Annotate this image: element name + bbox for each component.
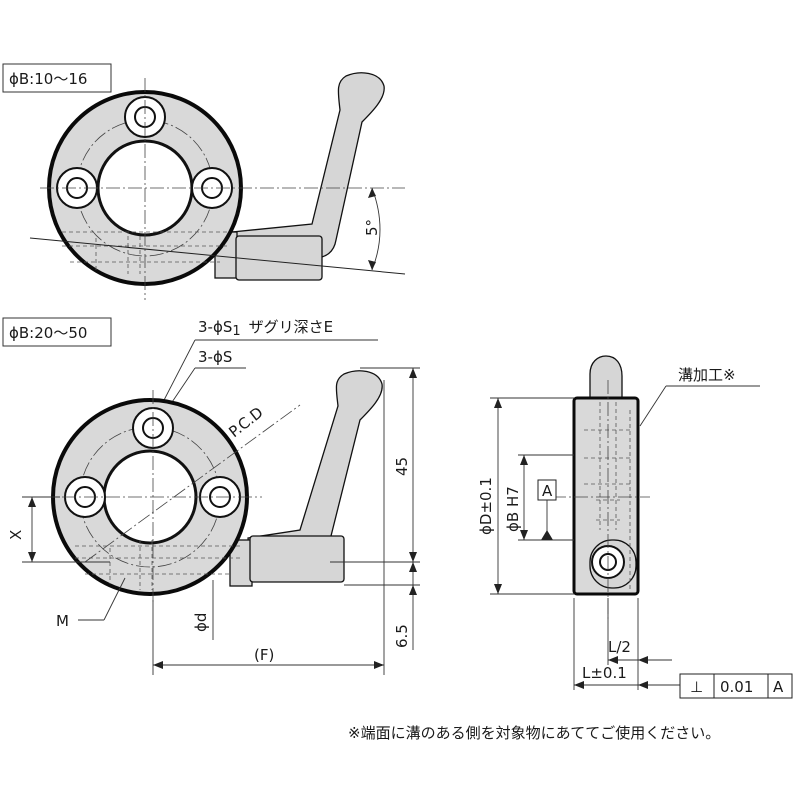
range-small-label: ϕB:10～16 <box>9 70 87 88</box>
datum-a-label: A <box>542 482 553 500</box>
perp-value-cell <box>713 673 769 699</box>
lhalf-label: L/2 <box>608 638 631 656</box>
x-label: X <box>7 530 25 540</box>
l-arrow-right <box>638 681 648 689</box>
perp-symbol-cell <box>679 673 715 699</box>
groove-leader <box>639 385 667 427</box>
f-arrow-left <box>153 661 163 669</box>
lhalf-arrow-left <box>608 656 618 664</box>
top-angle-line <box>29 237 406 275</box>
top-handle-base <box>235 235 323 281</box>
x-arrow-top <box>28 497 36 507</box>
phiD-arrow-top <box>494 398 502 408</box>
top-view: ϕB:10～16 5° <box>2 63 406 300</box>
angle-label: 5° <box>363 219 381 236</box>
perp-symbol: ⊥ <box>690 678 703 696</box>
pcd-diameter-line <box>84 404 301 563</box>
lhalf-arrow-right <box>638 656 648 664</box>
range-large-label: ϕB:20～50 <box>9 324 87 342</box>
l-arrow-left <box>574 681 584 689</box>
phiB-label: ϕB H7 <box>504 486 522 532</box>
f-label: (F) <box>254 646 274 664</box>
usage-note: ※端面に溝のある側を対象物にあててご使用ください。 <box>348 724 720 742</box>
side-view: 溝加工※ ϕD±0.1 ϕB H7 A L/2 L±0.1 <box>477 355 793 699</box>
f-arrow-right <box>374 661 384 669</box>
bottom-hidden-slot <box>75 540 240 590</box>
phiD-label: ϕD±0.1 <box>477 477 495 535</box>
range-small-box <box>2 63 112 93</box>
dim65-arrow-top <box>409 562 417 572</box>
m-label: M <box>56 612 69 630</box>
side-handle-top <box>589 355 623 401</box>
phiB-arrow-top <box>520 455 528 465</box>
x-arrow-bottom <box>28 552 36 562</box>
bottom-handle-base <box>249 535 345 583</box>
l-label: L±0.1 <box>582 664 627 682</box>
side-hidden-lines <box>584 402 631 590</box>
dim65-label: 6.5 <box>393 624 411 648</box>
dim65-arrow-bottom <box>409 585 417 595</box>
top-handle-lever <box>231 72 385 263</box>
m-leader <box>103 577 126 621</box>
pcd-label: P.C.D <box>225 403 266 441</box>
groove-label: 溝加工※ <box>678 366 736 384</box>
top-angle-arrow-1 <box>368 188 376 198</box>
bolthole-label: 3-ϕS <box>198 348 232 366</box>
perp-value: 0.01 <box>720 678 753 696</box>
range-large-box <box>2 317 112 347</box>
dim45-arrow-bottom <box>409 552 417 562</box>
phiD-arrow-bottom <box>494 584 502 594</box>
counterbore-leader <box>161 339 196 405</box>
phiB-arrow-bottom <box>520 530 528 540</box>
perp-datum: A <box>773 678 784 696</box>
datum-a-triangle <box>541 530 553 540</box>
dim45-arrow-top <box>409 368 417 378</box>
top-angle-arrow-2 <box>368 260 376 270</box>
phid-label: ϕd <box>192 613 210 632</box>
perp-datum-cell <box>767 673 793 699</box>
top-hidden-slot <box>62 231 230 274</box>
dim45-label: 45 <box>393 457 411 476</box>
